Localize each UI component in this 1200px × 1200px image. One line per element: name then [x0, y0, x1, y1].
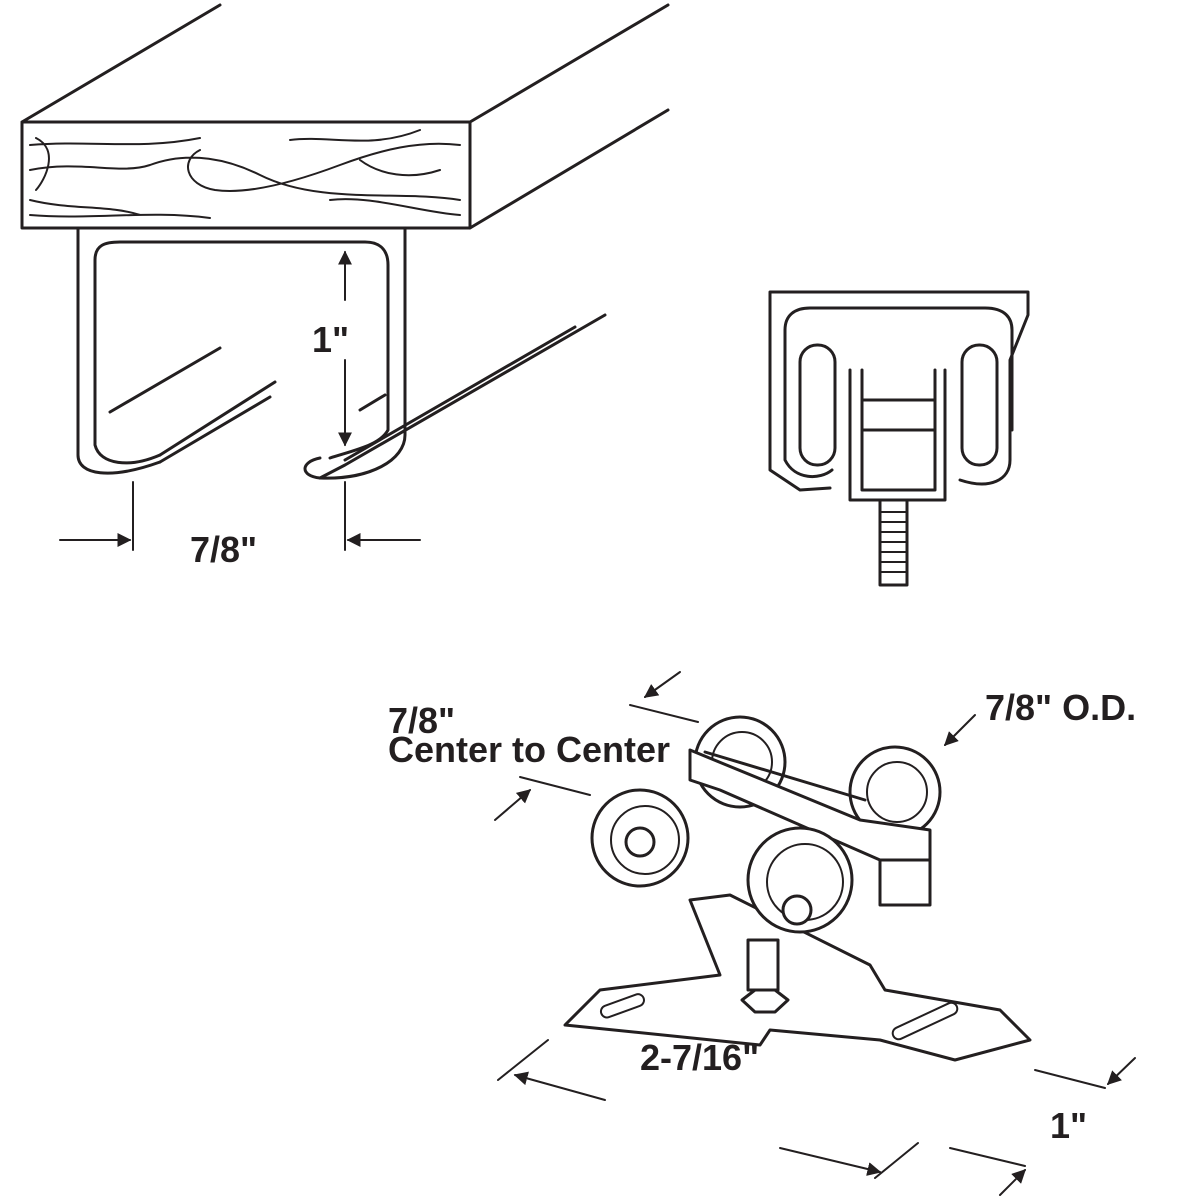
bracket-width-dimension: 1"	[949, 1057, 1136, 1196]
wheel-spacing-dimension: 7/8" Center to Center	[388, 671, 699, 821]
hanger-assembly	[563, 715, 1032, 1062]
wheel-diameter-label: 7/8" O.D.	[985, 687, 1136, 728]
roller-end-view	[768, 290, 1030, 587]
wheel-spacing-value: 7/8"	[388, 700, 455, 741]
track-opening-label: 7/8"	[190, 529, 257, 570]
bracket-length-dimension: 2-7/16"	[497, 1037, 919, 1179]
wood-header-beam	[20, 3, 670, 230]
track-profile	[76, 226, 607, 480]
wheel-spacing-caption: Center to Center	[388, 729, 670, 770]
track-height-label: 1"	[312, 319, 349, 360]
bracket-length-label: 2-7/16"	[640, 1037, 759, 1078]
track-height-dimension: 1"	[312, 250, 352, 447]
bracket-width-label: 1"	[1050, 1105, 1087, 1146]
wheel-diameter-dimension: 7/8" O.D.	[944, 687, 1136, 746]
track-opening-dimension: 7/8"	[59, 481, 421, 570]
